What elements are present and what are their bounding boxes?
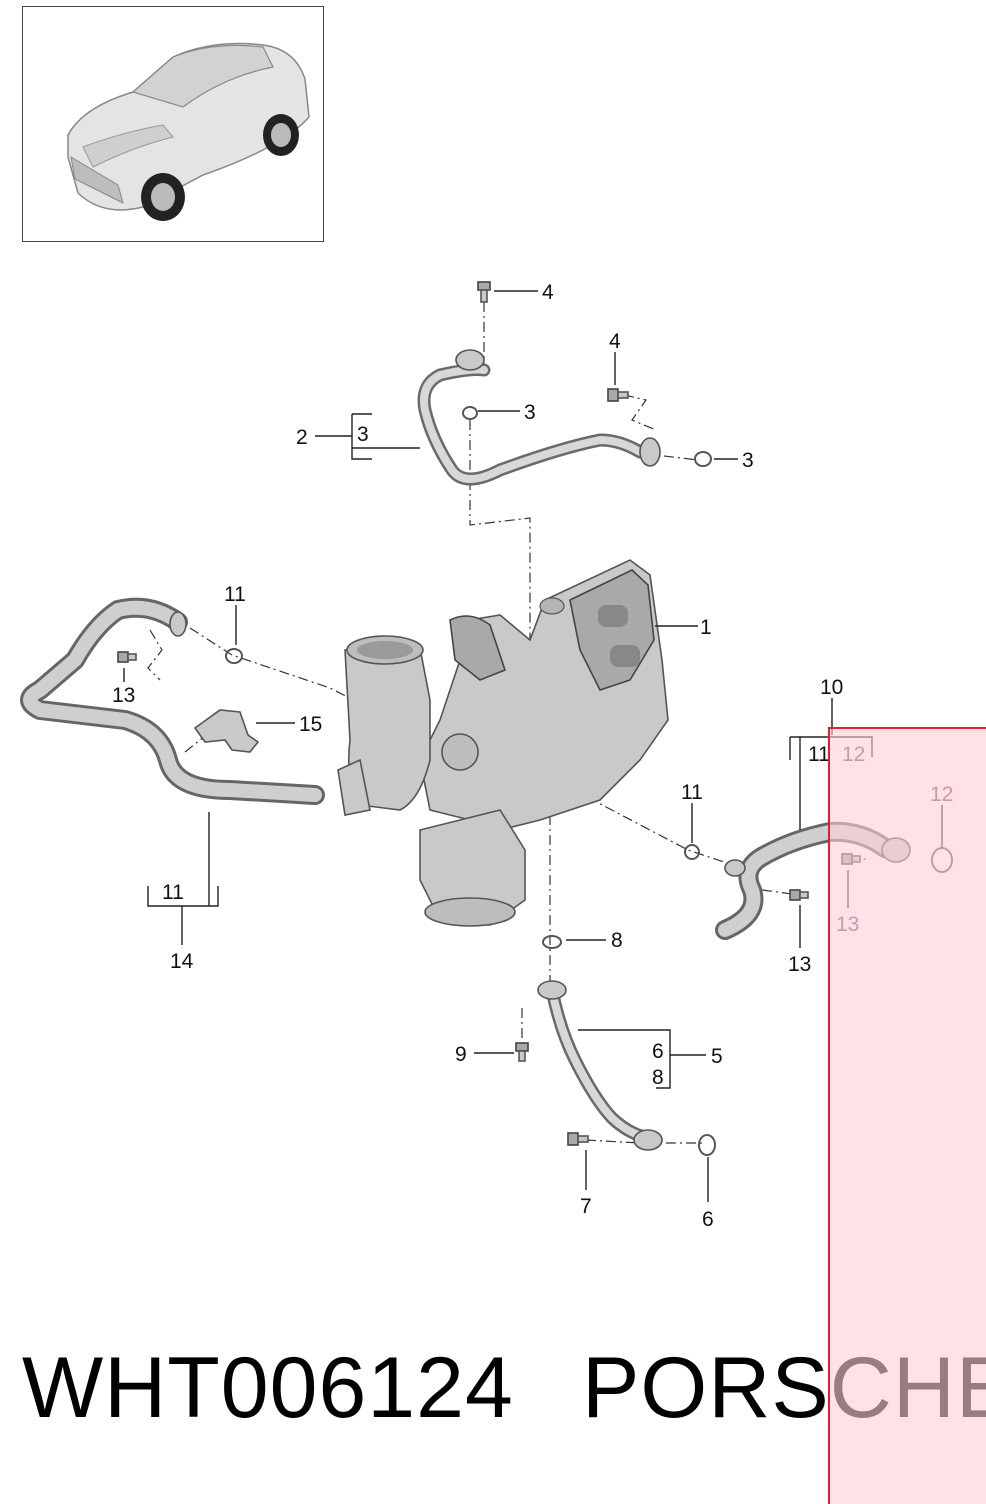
callout-2-sub-3: 3 (357, 423, 369, 446)
callout-10-sub-12: 12 (842, 743, 865, 766)
callout-4-right: 4 (609, 330, 621, 353)
callout-6: 6 (702, 1208, 714, 1231)
part-number: WHT006124 (22, 1340, 514, 1436)
callout-11-right: 11 (681, 781, 703, 804)
bolt-right-upper (607, 388, 629, 402)
callout-12: 12 (930, 783, 953, 806)
callout-7: 7 (580, 1195, 592, 1218)
coolant-hose-left (20, 597, 325, 805)
vehicle-thumbnail (22, 6, 324, 242)
callout-10-sub-11: 11 (808, 743, 830, 766)
seal-ring (462, 406, 478, 420)
callout-13-right-upper: 13 (836, 913, 859, 936)
callout-15: 15 (299, 713, 322, 736)
callout-4-top: 4 (542, 281, 554, 304)
callout-5-sub-8: 8 (652, 1066, 664, 1089)
seal-ring (694, 451, 712, 467)
seal-ring (542, 935, 562, 949)
turbocharger (337, 559, 669, 927)
bolt-hose-left (117, 651, 137, 663)
callout-5-sub-6: 6 (652, 1040, 664, 1063)
seal-ring (684, 844, 700, 860)
callout-8: 8 (611, 929, 623, 952)
callout-13-left: 13 (112, 684, 135, 707)
callout-10: 10 (820, 676, 843, 699)
seal-ring (931, 847, 953, 873)
car-illustration (67, 42, 310, 221)
catalog-footer: WHT006124 PORSCHE (0, 1338, 986, 1438)
bolt-top (477, 281, 491, 303)
bolt-oil-return (515, 1042, 529, 1062)
brand-name: PORSCHE (582, 1340, 986, 1436)
seal-ring (225, 648, 243, 664)
exploded-parts-diagram: 1 2 3 3 3 4 4 5 6 8 6 7 8 9 10 11 12 11 … (20, 281, 953, 1231)
callout-13-right: 13 (788, 953, 811, 976)
oil-feed-line (417, 349, 661, 486)
seal-ring (698, 1134, 716, 1156)
bolt-oil-flange (567, 1132, 589, 1146)
callout-1: 1 (700, 616, 712, 639)
callout-leaders (123, 290, 943, 1202)
bolt-hose-right (789, 889, 809, 901)
callout-5: 5 (711, 1045, 723, 1068)
oil-return-line (537, 980, 663, 1151)
coolant-line-right (715, 821, 911, 940)
callout-3-upper: 3 (524, 401, 536, 424)
callout-14-sub-11: 11 (162, 881, 184, 904)
callout-11-left: 11 (224, 583, 246, 606)
callout-2: 2 (296, 426, 308, 449)
hose-bracket (193, 709, 260, 753)
callout-14: 14 (170, 950, 194, 973)
callout-9: 9 (455, 1043, 467, 1066)
callout-3-right: 3 (742, 449, 754, 472)
bolt-hose-right-upper (841, 853, 861, 865)
